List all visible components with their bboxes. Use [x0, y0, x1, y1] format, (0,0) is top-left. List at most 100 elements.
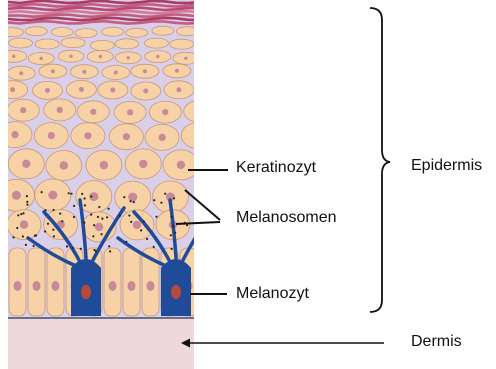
- melanosome-granule: [160, 202, 162, 204]
- keratinocyte-nucleus: [156, 55, 159, 58]
- keratinocyte-cell: [126, 28, 148, 37]
- keratinocyte-cell: [184, 100, 216, 122]
- basal-nucleus: [52, 281, 60, 291]
- keratinocyte-nucleus: [184, 57, 187, 60]
- melanosome-granule: [26, 204, 28, 206]
- melanosome-granule: [52, 229, 54, 231]
- keratinocyte-nucleus: [110, 88, 115, 93]
- melanosome-granule: [73, 216, 75, 218]
- melanosome-granule: [130, 221, 132, 223]
- keratinocyte-cell: [181, 123, 215, 149]
- melanosome-granule: [59, 213, 61, 215]
- keratinocyte-nucleus: [84, 132, 91, 139]
- melanosome-granule: [16, 227, 18, 229]
- melanosome-granule: [70, 193, 72, 195]
- melanocyte-nucleus: [171, 285, 181, 299]
- melanosome-granule: [22, 212, 24, 214]
- keratinocyte-nucleus: [139, 160, 147, 168]
- dermis-label: Dermis: [411, 334, 462, 350]
- melanosome-granule: [53, 235, 55, 237]
- keratinocyte-cell: [9, 38, 33, 48]
- keratinocyte-nucleus: [48, 132, 55, 139]
- melanosome-granule: [20, 213, 22, 215]
- melanosome-granule: [153, 246, 155, 248]
- melanosome-granule: [92, 235, 94, 237]
- keratinocyte-nucleus: [57, 107, 63, 113]
- melanosome-granule: [26, 195, 28, 197]
- melanosome-granule: [61, 220, 63, 222]
- basal-nucleus: [109, 281, 117, 291]
- melanosome-granule: [83, 222, 85, 224]
- melanosome-granule: [72, 247, 74, 249]
- keratinocyte-nucleus: [195, 132, 202, 139]
- keratinocyte-cell: [35, 39, 59, 49]
- melanosome-granule: [68, 192, 70, 194]
- keratinocyte-nucleus: [127, 56, 130, 59]
- melanosome-granule: [52, 209, 54, 211]
- keratinocyte-cell: [176, 27, 198, 36]
- basal-nucleus: [204, 281, 212, 291]
- melanosome-granule: [84, 204, 86, 206]
- melanosome-granule: [172, 225, 174, 227]
- keratinocyte-cell: [115, 39, 139, 49]
- keratinocyte-cell: [61, 38, 85, 48]
- melanosome-granule: [22, 235, 24, 237]
- keratinocyte-nucleus: [12, 191, 21, 200]
- melanosome-granule: [123, 196, 125, 198]
- melanosome-granule: [125, 241, 127, 243]
- keratinocyte-nucleus: [143, 89, 148, 94]
- dermis-layer: [8, 318, 194, 369]
- keratinocyte-nucleus: [45, 88, 50, 93]
- keratinocyte-nucleus: [20, 107, 26, 113]
- melanosome-granule: [84, 197, 86, 199]
- epidermis-label: Epidermis: [411, 158, 482, 174]
- keratinocyte-cell: [102, 27, 124, 36]
- melanosome-granule: [93, 224, 95, 226]
- melanosome-granule: [155, 216, 157, 218]
- basal-nucleus: [147, 281, 155, 291]
- basal-nucleus: [128, 281, 136, 291]
- melanosome-granule: [146, 238, 148, 240]
- keratinocyte-nucleus: [100, 161, 108, 169]
- keratinocyte-nucleus: [162, 109, 168, 115]
- keratinocyte-nucleus: [128, 193, 137, 202]
- keratinocyte-nucleus: [79, 87, 84, 92]
- melanosome-granule: [153, 199, 155, 201]
- melanosome-granule: [26, 201, 28, 203]
- keratinocyte-cell: [90, 40, 114, 50]
- melanosome-granule: [97, 216, 99, 218]
- melanosome-granule: [80, 248, 82, 250]
- keratinocyte-nucleus: [11, 131, 18, 138]
- keratinocyte-cell: [75, 29, 97, 38]
- melanosome-granule: [44, 209, 46, 211]
- keratinocyte-nucleus: [114, 71, 118, 75]
- keratinocyte-nucleus: [60, 161, 68, 169]
- melanosome-granule: [101, 233, 103, 235]
- melanosome-granule: [119, 215, 121, 217]
- melanosome-granule: [108, 208, 110, 210]
- keratinocyte-nucleus: [48, 191, 57, 200]
- melanosome-granule: [109, 250, 111, 252]
- melanosome-granule: [108, 245, 110, 247]
- keratinocyte-nucleus: [177, 161, 185, 169]
- melanosome-granule: [95, 250, 97, 252]
- keratinocyte-cell: [51, 28, 73, 37]
- keratinocyte-nucleus: [175, 69, 179, 73]
- melanosome-granule: [106, 216, 108, 218]
- keratinocyte-nucleus: [159, 134, 166, 141]
- keratinocyte-nucleus: [95, 223, 103, 231]
- keratinocyte-nucleus: [133, 221, 141, 229]
- melanosome-granule: [17, 214, 19, 216]
- basal-cell: [199, 248, 216, 316]
- keratinocyte-cell: [1, 28, 23, 37]
- melanosome-granule: [73, 205, 75, 207]
- melanosome-granule: [33, 245, 35, 247]
- epidermis-brace: [370, 8, 390, 312]
- keratinocyte-nucleus: [51, 69, 55, 73]
- melanosome-granule: [164, 193, 166, 195]
- melanosome-granule: [174, 232, 176, 234]
- melanosome-granule: [133, 201, 135, 203]
- melanosome-granule: [140, 229, 142, 231]
- melanocyte-label: Melanozyt: [236, 286, 309, 302]
